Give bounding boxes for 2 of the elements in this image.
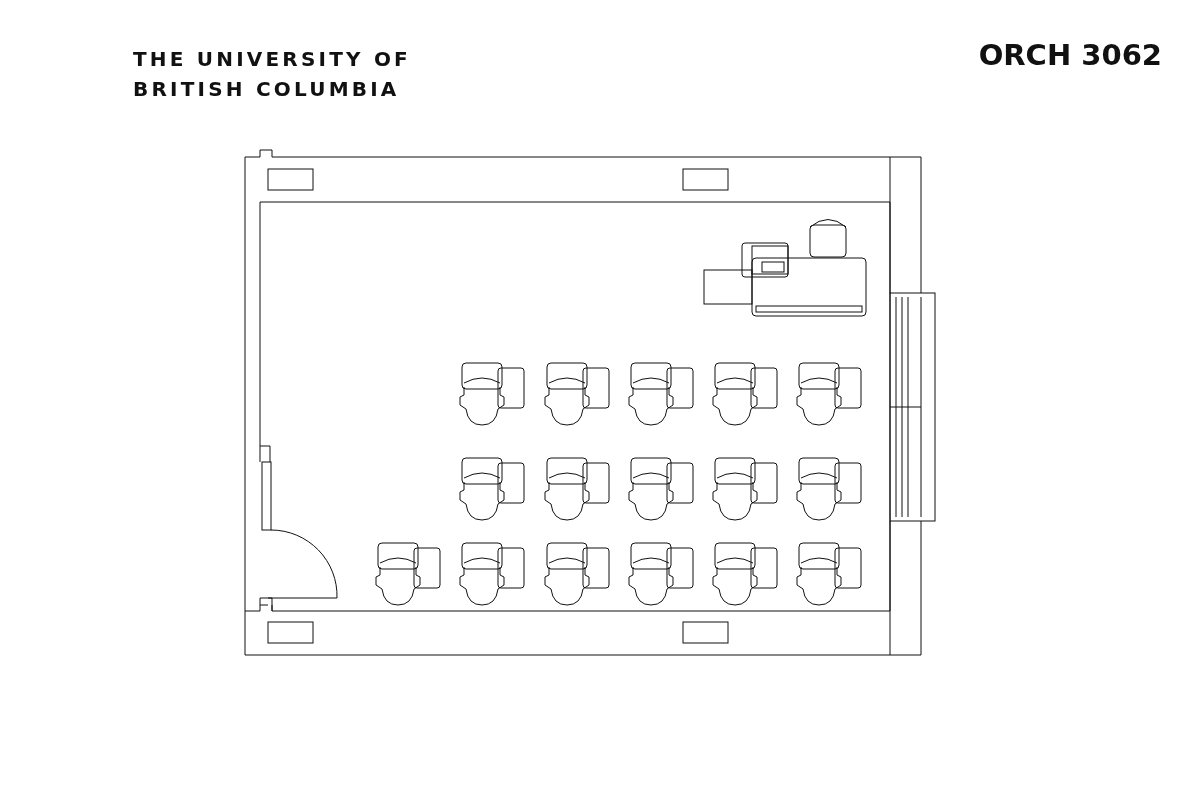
university-name: THE UNIVERSITY OF BRITISH COLUMBIA [133,46,412,103]
room-title: ORCH 3062 [978,38,1162,72]
